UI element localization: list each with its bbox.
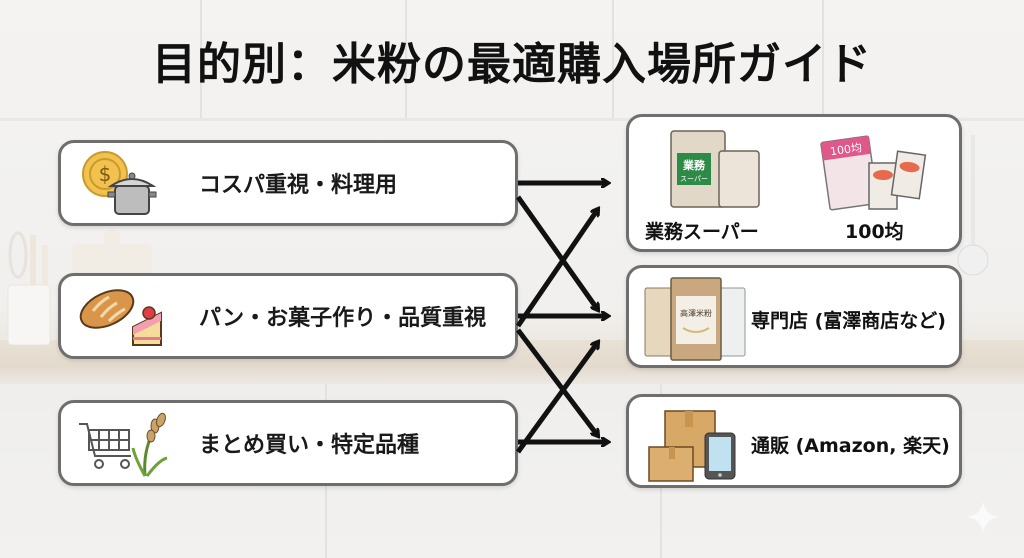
svg-text:100均: 100均	[829, 141, 862, 158]
arrow-purpose-2-to-store-1	[515, 342, 598, 454]
page-title: 目的別：米粉の最適購入場所ガイド	[152, 39, 872, 90]
store-card-budget: 業務 スーパー 業務スーパー 100均 100均	[626, 114, 962, 252]
specialty-flour-bags-icon: 高澤米粉	[644, 277, 746, 361]
arrow-purpose-1-to-store-2	[516, 328, 598, 436]
svg-text:スーパー: スーパー	[680, 175, 708, 183]
purpose-label: パン・お菓子作り・品質重視	[199, 306, 487, 331]
shopping-cart-icon	[79, 423, 131, 469]
purpose-icons	[75, 408, 195, 478]
store-label-specialty: 専門店 (富澤商店など)	[751, 310, 946, 332]
rice-plant-icon	[131, 412, 168, 477]
purpose-card-quality: パン・お菓子作り・品質重視	[58, 273, 518, 359]
store-card-specialty: 高澤米粉 専門店 (富澤商店など)	[626, 265, 962, 368]
purpose-card-bulk: まとめ買い・特定品種	[58, 400, 518, 486]
shipping-boxes-icon	[648, 410, 736, 482]
svg-text:$: $	[99, 162, 112, 186]
tablet-icon	[704, 432, 736, 480]
svg-text:業務: 業務	[682, 158, 706, 172]
hyakkin-bag-icon: 100均	[820, 135, 927, 211]
gyomu-super-bag-icon: 業務 スーパー	[670, 130, 760, 208]
arrow-purpose-0-to-store-1	[515, 195, 598, 310]
purpose-label: まとめ買い・特定品種	[199, 433, 420, 458]
purpose-card-cost: $ コスパ重視・料理用	[58, 140, 518, 226]
arrow-purpose-1-to-store-0	[515, 209, 598, 328]
purpose-label: コスパ重視・料理用	[199, 173, 398, 198]
sparkle-icon	[967, 501, 999, 533]
store-label-online: 通販 (Amazon, 楽天)	[751, 435, 950, 457]
bread-icon	[79, 289, 135, 329]
store-card-online: 通販 (Amazon, 楽天)	[626, 394, 962, 488]
svg-text:高澤米粉: 高澤米粉	[680, 308, 712, 318]
cake-icon	[132, 306, 162, 346]
pot-icon	[107, 172, 157, 215]
store-label-gyomu: 業務スーパー	[645, 221, 759, 243]
purpose-icons: $	[75, 148, 195, 218]
store-label-hyakkin: 100均	[845, 221, 904, 243]
purpose-icons	[75, 281, 195, 351]
